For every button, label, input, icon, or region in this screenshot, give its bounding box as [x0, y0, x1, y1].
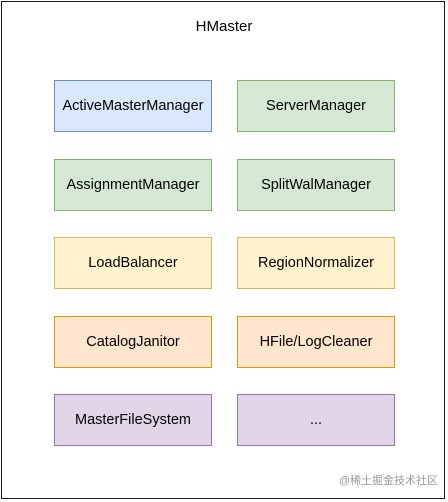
watermark: @稀土掘金技术社区: [338, 475, 438, 487]
assignment-manager-box: AssignmentManager: [54, 159, 212, 211]
ellipsis-box: ...: [237, 394, 395, 446]
split-wal-manager-box: SplitWalManager: [237, 159, 395, 211]
catalog-janitor-box: CatalogJanitor: [54, 316, 212, 368]
master-file-system-box: MasterFileSystem: [54, 394, 212, 446]
load-balancer-box: LoadBalancer: [54, 237, 212, 289]
active-master-manager-box: ActiveMasterManager: [54, 80, 212, 132]
server-manager-box: ServerManager: [237, 80, 395, 132]
region-normalizer-box: RegionNormalizer: [237, 237, 395, 289]
diagram-title: HMaster: [195, 18, 253, 35]
hfile-log-cleaner-box: HFile/LogCleaner: [237, 316, 395, 368]
